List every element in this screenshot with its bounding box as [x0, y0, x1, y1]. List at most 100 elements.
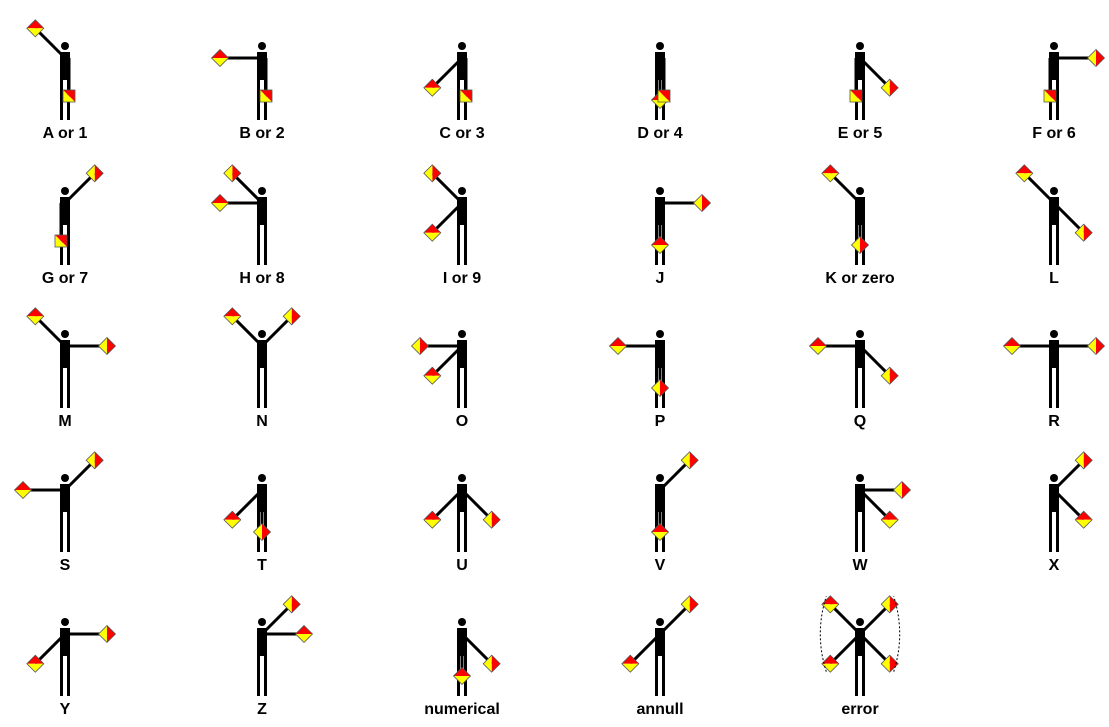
leg [60, 654, 63, 696]
semaphore-figure [224, 474, 271, 552]
leg [662, 654, 665, 696]
leg [862, 366, 865, 408]
head [656, 330, 664, 338]
flag [254, 524, 271, 541]
semaphore-figure [1016, 165, 1092, 265]
torso [1049, 340, 1059, 368]
leg [862, 510, 865, 552]
signal-label: F or 6 [1032, 125, 1076, 142]
signal-label: O [456, 413, 468, 430]
flag [55, 235, 67, 247]
leg [457, 510, 460, 552]
leg [464, 223, 467, 265]
leg [457, 78, 460, 120]
leg [1056, 366, 1059, 408]
leg [1056, 78, 1059, 120]
flag [894, 482, 911, 499]
flag [694, 195, 711, 212]
leg [257, 654, 260, 696]
flag [99, 626, 116, 643]
head [458, 42, 466, 50]
signal-label: N [256, 413, 268, 430]
leg [1049, 366, 1052, 408]
leg [457, 366, 460, 408]
flag [460, 90, 472, 102]
semaphore-figure [855, 474, 910, 552]
signal-label: K or zero [825, 270, 895, 287]
flag [454, 668, 471, 685]
semaphore-figure [652, 42, 670, 120]
semaphore-figure [55, 165, 103, 265]
flag [296, 626, 313, 643]
torso [60, 628, 70, 656]
leg [862, 654, 865, 696]
leg [1049, 510, 1052, 552]
signal-label: V [655, 557, 666, 574]
semaphore-figure [27, 20, 75, 120]
semaphore-figure [27, 618, 116, 696]
semaphore-figure [1044, 42, 1104, 120]
leg [464, 510, 467, 552]
signal-label: T [257, 557, 267, 574]
semaphore-figure [424, 474, 500, 552]
leg [1056, 223, 1059, 265]
head [656, 474, 664, 482]
leg [464, 366, 467, 408]
flag [1088, 338, 1105, 355]
signal-label: X [1049, 557, 1060, 574]
semaphore-figure [212, 165, 267, 265]
head [258, 618, 266, 626]
semaphore-figure [412, 330, 467, 408]
leg [264, 223, 267, 265]
semaphore-figure [652, 452, 699, 552]
signal-label: E or 5 [838, 125, 883, 142]
flag [212, 50, 229, 67]
signal-label: L [1049, 270, 1059, 287]
semaphore-figure [1004, 330, 1105, 408]
leg [60, 366, 63, 408]
leg [60, 78, 63, 120]
semaphore-figure [424, 165, 467, 265]
leg [855, 510, 858, 552]
signal-label: Z [257, 701, 267, 718]
head [656, 42, 664, 50]
head [1050, 330, 1058, 338]
semaphore-figure [27, 308, 116, 408]
leg [264, 366, 267, 408]
semaphore-figure [820, 596, 899, 696]
signal-label: D or 4 [637, 125, 682, 142]
leg [67, 654, 70, 696]
flag [212, 195, 229, 212]
semaphore-figure [224, 308, 300, 408]
semaphore-figure [610, 330, 669, 408]
flag [1004, 338, 1021, 355]
flag [412, 338, 429, 355]
flag [260, 90, 272, 102]
head [656, 618, 664, 626]
signal-label: numerical [424, 701, 500, 718]
signal-label: A or 1 [43, 125, 88, 142]
leg [60, 510, 63, 552]
head [856, 42, 864, 50]
head [1050, 474, 1058, 482]
signal-label: Q [854, 413, 866, 430]
signal-label: J [656, 270, 665, 287]
torso [855, 484, 865, 512]
leg [855, 654, 858, 696]
semaphore-figure [850, 42, 898, 120]
semaphore-figure [652, 187, 711, 265]
head [1050, 42, 1058, 50]
signal-label: Y [60, 701, 71, 718]
leg [67, 223, 70, 265]
head [458, 474, 466, 482]
head [856, 474, 864, 482]
signal-label: H or 8 [239, 270, 284, 287]
head [458, 618, 466, 626]
torso [457, 340, 467, 368]
signal-label: W [852, 557, 868, 574]
semaphore-figure [622, 596, 698, 696]
signal-label: R [1048, 413, 1060, 430]
head [61, 618, 69, 626]
leg [457, 223, 460, 265]
semaphore-figure [15, 452, 104, 552]
